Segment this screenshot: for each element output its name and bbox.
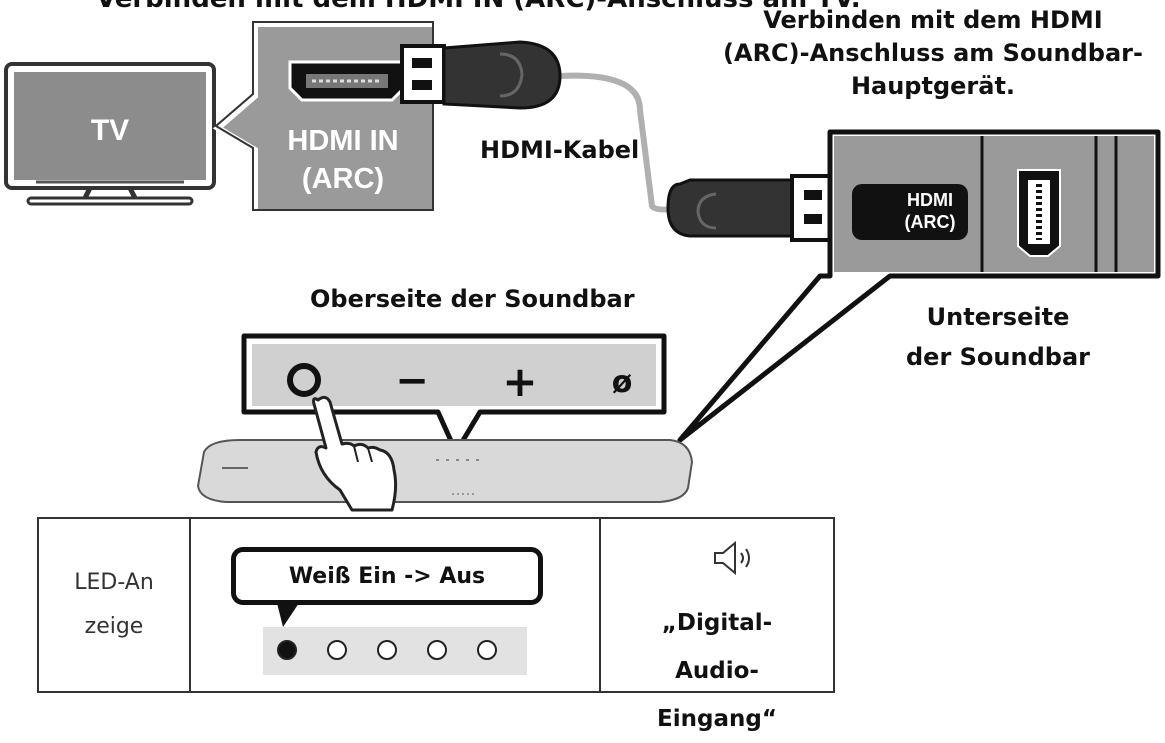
bubble-pointer [277, 603, 299, 627]
soundbar-port-label-line1: HDMI [907, 190, 953, 210]
led-strip [263, 627, 527, 675]
led-5 [477, 640, 497, 660]
soundbar-bottom-label: Unterseite der Soundbar [906, 303, 1090, 371]
led-label-cell: LED-Anzeige [39, 519, 191, 691]
tv-port-label-line2: (ARC) [302, 163, 384, 195]
soundbar-top-label: Oberseite der Soundbar [310, 285, 635, 313]
plus-button[interactable]: + [502, 357, 537, 406]
input-source-button[interactable]: ø [612, 365, 633, 400]
led-3 [377, 640, 397, 660]
minus-button[interactable]: − [395, 358, 429, 404]
speaker-icon [714, 540, 750, 576]
led-state-bubble: Weiß Ein -> Aus [231, 547, 543, 605]
led-status-table: LED-Anzeige Weiß Ein -> Aus „Digital-Aud… [37, 517, 835, 732]
led-state-cell: Weiß Ein -> Aus [191, 519, 601, 691]
tv-port-label-line1: HDMI IN [287, 125, 398, 157]
tv-icon [4, 62, 216, 206]
led-1 [277, 640, 297, 660]
led-state-text: Weiß Ein -> Aus [288, 563, 486, 589]
soundbar-port-badge [852, 184, 968, 240]
mode-text: „Digital-Audio-Eingang“ [657, 610, 777, 732]
mode-cell: „Digital-Audio-Eingang“ [601, 519, 833, 732]
hand-icon [312, 395, 398, 512]
hdmi-cable-label: HDMI-Kabel [480, 136, 640, 164]
soundbar-port-label-line2: (ARC) [905, 212, 956, 232]
soundbar-hdmi-port-icon [1017, 169, 1061, 257]
hdmi-cable [559, 72, 681, 213]
title-partial: Verbinden mit dem HDMI IN (ARC)-Anschlus… [96, 0, 861, 14]
tv-label: TV [91, 114, 129, 147]
led-label: LED-Anzeige [74, 570, 154, 639]
soundbar-top-panel [241, 333, 667, 455]
power-button[interactable] [287, 363, 321, 397]
led-4 [427, 640, 447, 660]
hdmi-plug-icon-bottom [666, 174, 834, 242]
soundbar-port-callout [677, 129, 1161, 443]
led-2 [327, 640, 347, 660]
connect-instruction: Verbinden mit dem HDMI (ARC)-Anschluss a… [723, 6, 1143, 100]
hdmi-plug-icon-top [400, 40, 562, 110]
hdmi-port-icon [288, 60, 406, 102]
soundbar-body [196, 439, 694, 503]
connection-diagram: TV HDMI IN (ARC) HDMI (ARC) [4, 21, 1161, 512]
